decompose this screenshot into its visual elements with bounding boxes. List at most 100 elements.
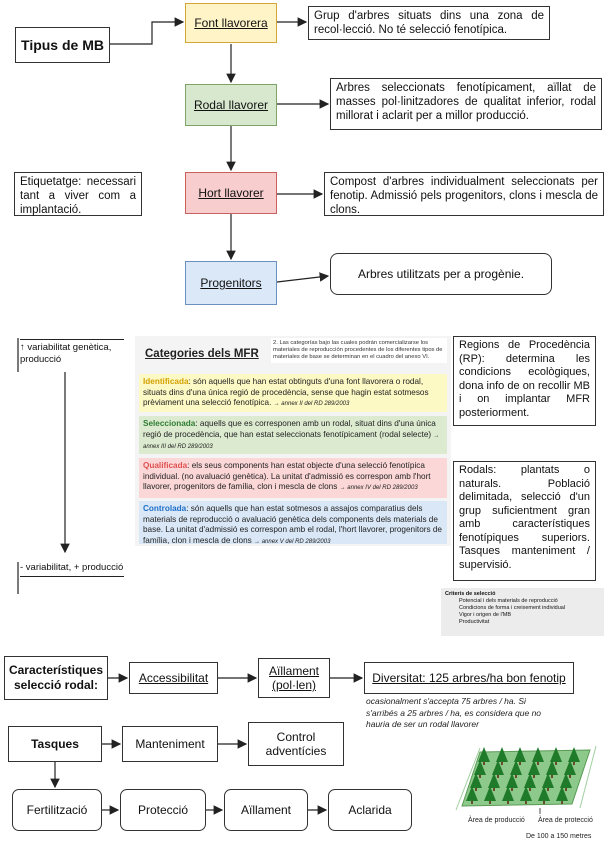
category-qualificada: Qualificada: els seus components han est… [139, 458, 447, 498]
tree-trunk [497, 775, 499, 778]
criteria-item-4: Productivitat [459, 619, 490, 625]
tree-grid [466, 747, 580, 804]
categories-panel: Categories dels MFR 2. Las categorías ba… [135, 336, 451, 546]
font-llavorera-box: Font llavorera [185, 3, 277, 43]
area-proteccio-label: Àrea de protecció [538, 815, 593, 824]
category-controlada-ref: → annex V del RD 289/2003 [254, 538, 331, 545]
tree-icon [520, 786, 532, 801]
rodal-llavorer-desc: Arbres seleccionats fenotípicament, aïll… [330, 78, 602, 130]
aclarida-label: Aclarida [348, 803, 392, 817]
tree-icon [510, 760, 522, 775]
tipus-mb-box: Tipus de MB [15, 27, 110, 63]
regions-note: Regions de Procedència (RP): determina l… [453, 336, 596, 426]
tree-icon [474, 760, 486, 775]
control-adventicies-box: Control adventícies [248, 722, 344, 766]
tree-trunk [551, 775, 553, 778]
manteniment-label: Manteniment [135, 737, 205, 751]
category-identificada: Identificada: són aquells que han estat … [139, 374, 447, 412]
category-controlada-term: Controlada [143, 504, 187, 513]
category-identificada-text: : són aquells que han estat obtinguts d'… [143, 377, 429, 407]
tree-trunk [493, 788, 495, 791]
tasques-label: Tasques [31, 737, 79, 751]
area-distancia-label: De 100 a 150 metres [526, 833, 592, 840]
tree-icon [528, 760, 540, 775]
categories-title: Categories dels MFR [145, 348, 259, 360]
progenitors-desc-text: Arbres utilitzats per a progènie. [357, 267, 525, 281]
category-controlada: Controlada: són aquells que han estat so… [139, 501, 447, 545]
tree-icon [538, 786, 550, 801]
aillament-pollen-label: Aïllament (pol·len) [268, 664, 320, 692]
tree-trunk [573, 762, 575, 765]
tree-trunk [511, 788, 513, 791]
diversitat-label: Diversitat: 125 arbres/ha bon fenotip [372, 671, 566, 685]
hort-llavorer-box: Hort llavorer [185, 172, 277, 214]
category-seleccionada: Seleccionada: aquells que es corresponen… [139, 416, 447, 454]
tree-trunk [555, 762, 557, 765]
caracteristiques-label: Característiques selecció rodal: [8, 663, 104, 692]
font-llavorera-desc: Grup d'arbres situats dins una zona de r… [308, 6, 550, 40]
tree-icon [550, 747, 562, 762]
manteniment-box: Manteniment [122, 726, 218, 762]
fertilitzacio-label: Fertilització [26, 803, 88, 817]
tree-icon [524, 773, 536, 788]
aillament-task-label: Aïllament [240, 803, 292, 817]
category-seleccionada-ref: → annex III del RD 289/2003 [143, 432, 440, 451]
aillament-pollen-box: Aïllament (pol·len) [258, 658, 330, 698]
tree-trunk [537, 762, 539, 765]
tree-trunk [475, 788, 477, 791]
tree-trunk [533, 775, 535, 778]
accessibilitat-box: Accessibilitat [129, 662, 218, 694]
tree-icon [542, 773, 554, 788]
diversitat-note: ocasionalment s'accepta 75 arbres / ha. … [366, 696, 542, 729]
rodals-note: Rodals: plantats o naturals. Població de… [453, 461, 596, 581]
font-llavorera-label: Font llavorera [194, 16, 268, 30]
criteria-panel: Criteris de selecció Potencial i dels ma… [441, 588, 604, 636]
aillament-task-box: Aïllament [224, 789, 308, 831]
tree-icon [478, 747, 490, 762]
category-seleccionada-text: : aquells que es corresponen amb un roda… [143, 419, 436, 439]
proteccio-box: Protecció [120, 789, 206, 831]
tree-icon [488, 773, 500, 788]
category-qualificada-term: Qualificada [143, 461, 188, 470]
tree-icon [560, 773, 572, 788]
tree-icon [568, 747, 580, 762]
hort-llavorer-label: Hort llavorer [198, 186, 264, 200]
production-area [461, 749, 591, 807]
fertilitzacio-box: Fertilització [12, 789, 102, 831]
tree-trunk [471, 801, 473, 804]
criteria-item-3: Vigor i origen de l'MB [459, 612, 512, 618]
tree-trunk [479, 775, 481, 778]
tree-icon [556, 786, 568, 801]
categories-side-note: 2. Las categorías bajo las cuales podrán… [271, 338, 447, 363]
tree-trunk [529, 788, 531, 791]
area-produccio-label: Àrea de producció [468, 815, 525, 824]
proteccio-label: Protecció [137, 803, 189, 817]
tree-icon [502, 786, 514, 801]
tree-trunk [515, 775, 517, 778]
tree-icon [506, 773, 518, 788]
tasques-box: Tasques [8, 726, 102, 762]
tree-icon [466, 786, 478, 801]
tipus-mb-label: Tipus de MB [21, 37, 104, 53]
category-controlada-text: : són aquells que han estat sotmesos a a… [143, 504, 442, 545]
variability-top-note: ↑ variabilitat genètica, producció [20, 339, 124, 366]
variability-bottom-note: - variabilitat, + producció [20, 562, 124, 577]
category-qualificada-text: : els seus components han estat objecte … [143, 461, 431, 491]
tree-trunk [569, 775, 571, 778]
criteria-title: Criteris de selecció [445, 591, 496, 597]
category-identificada-ref: → annex II del RD 289/2003 [273, 401, 350, 407]
tree-icon [514, 747, 526, 762]
criteria-item-2: Condicions de forma i creixement individ… [459, 605, 566, 611]
tree-trunk [489, 801, 491, 804]
etiquetatge-note: Etiquetatge: necessari tant a viver com … [14, 172, 142, 216]
progenitors-desc: Arbres utilitzats per a progènie. [330, 253, 552, 295]
tree-icon [484, 786, 496, 801]
tree-trunk [501, 762, 503, 765]
accessibilitat-label: Accessibilitat [138, 671, 209, 685]
category-seleccionada-term: Seleccionada [143, 419, 196, 428]
tree-icon [532, 747, 544, 762]
rodal-llavorer-box: Rodal llavorer [185, 84, 277, 126]
tree-trunk [519, 762, 521, 765]
control-adventicies-label: Control adventícies [265, 730, 327, 758]
